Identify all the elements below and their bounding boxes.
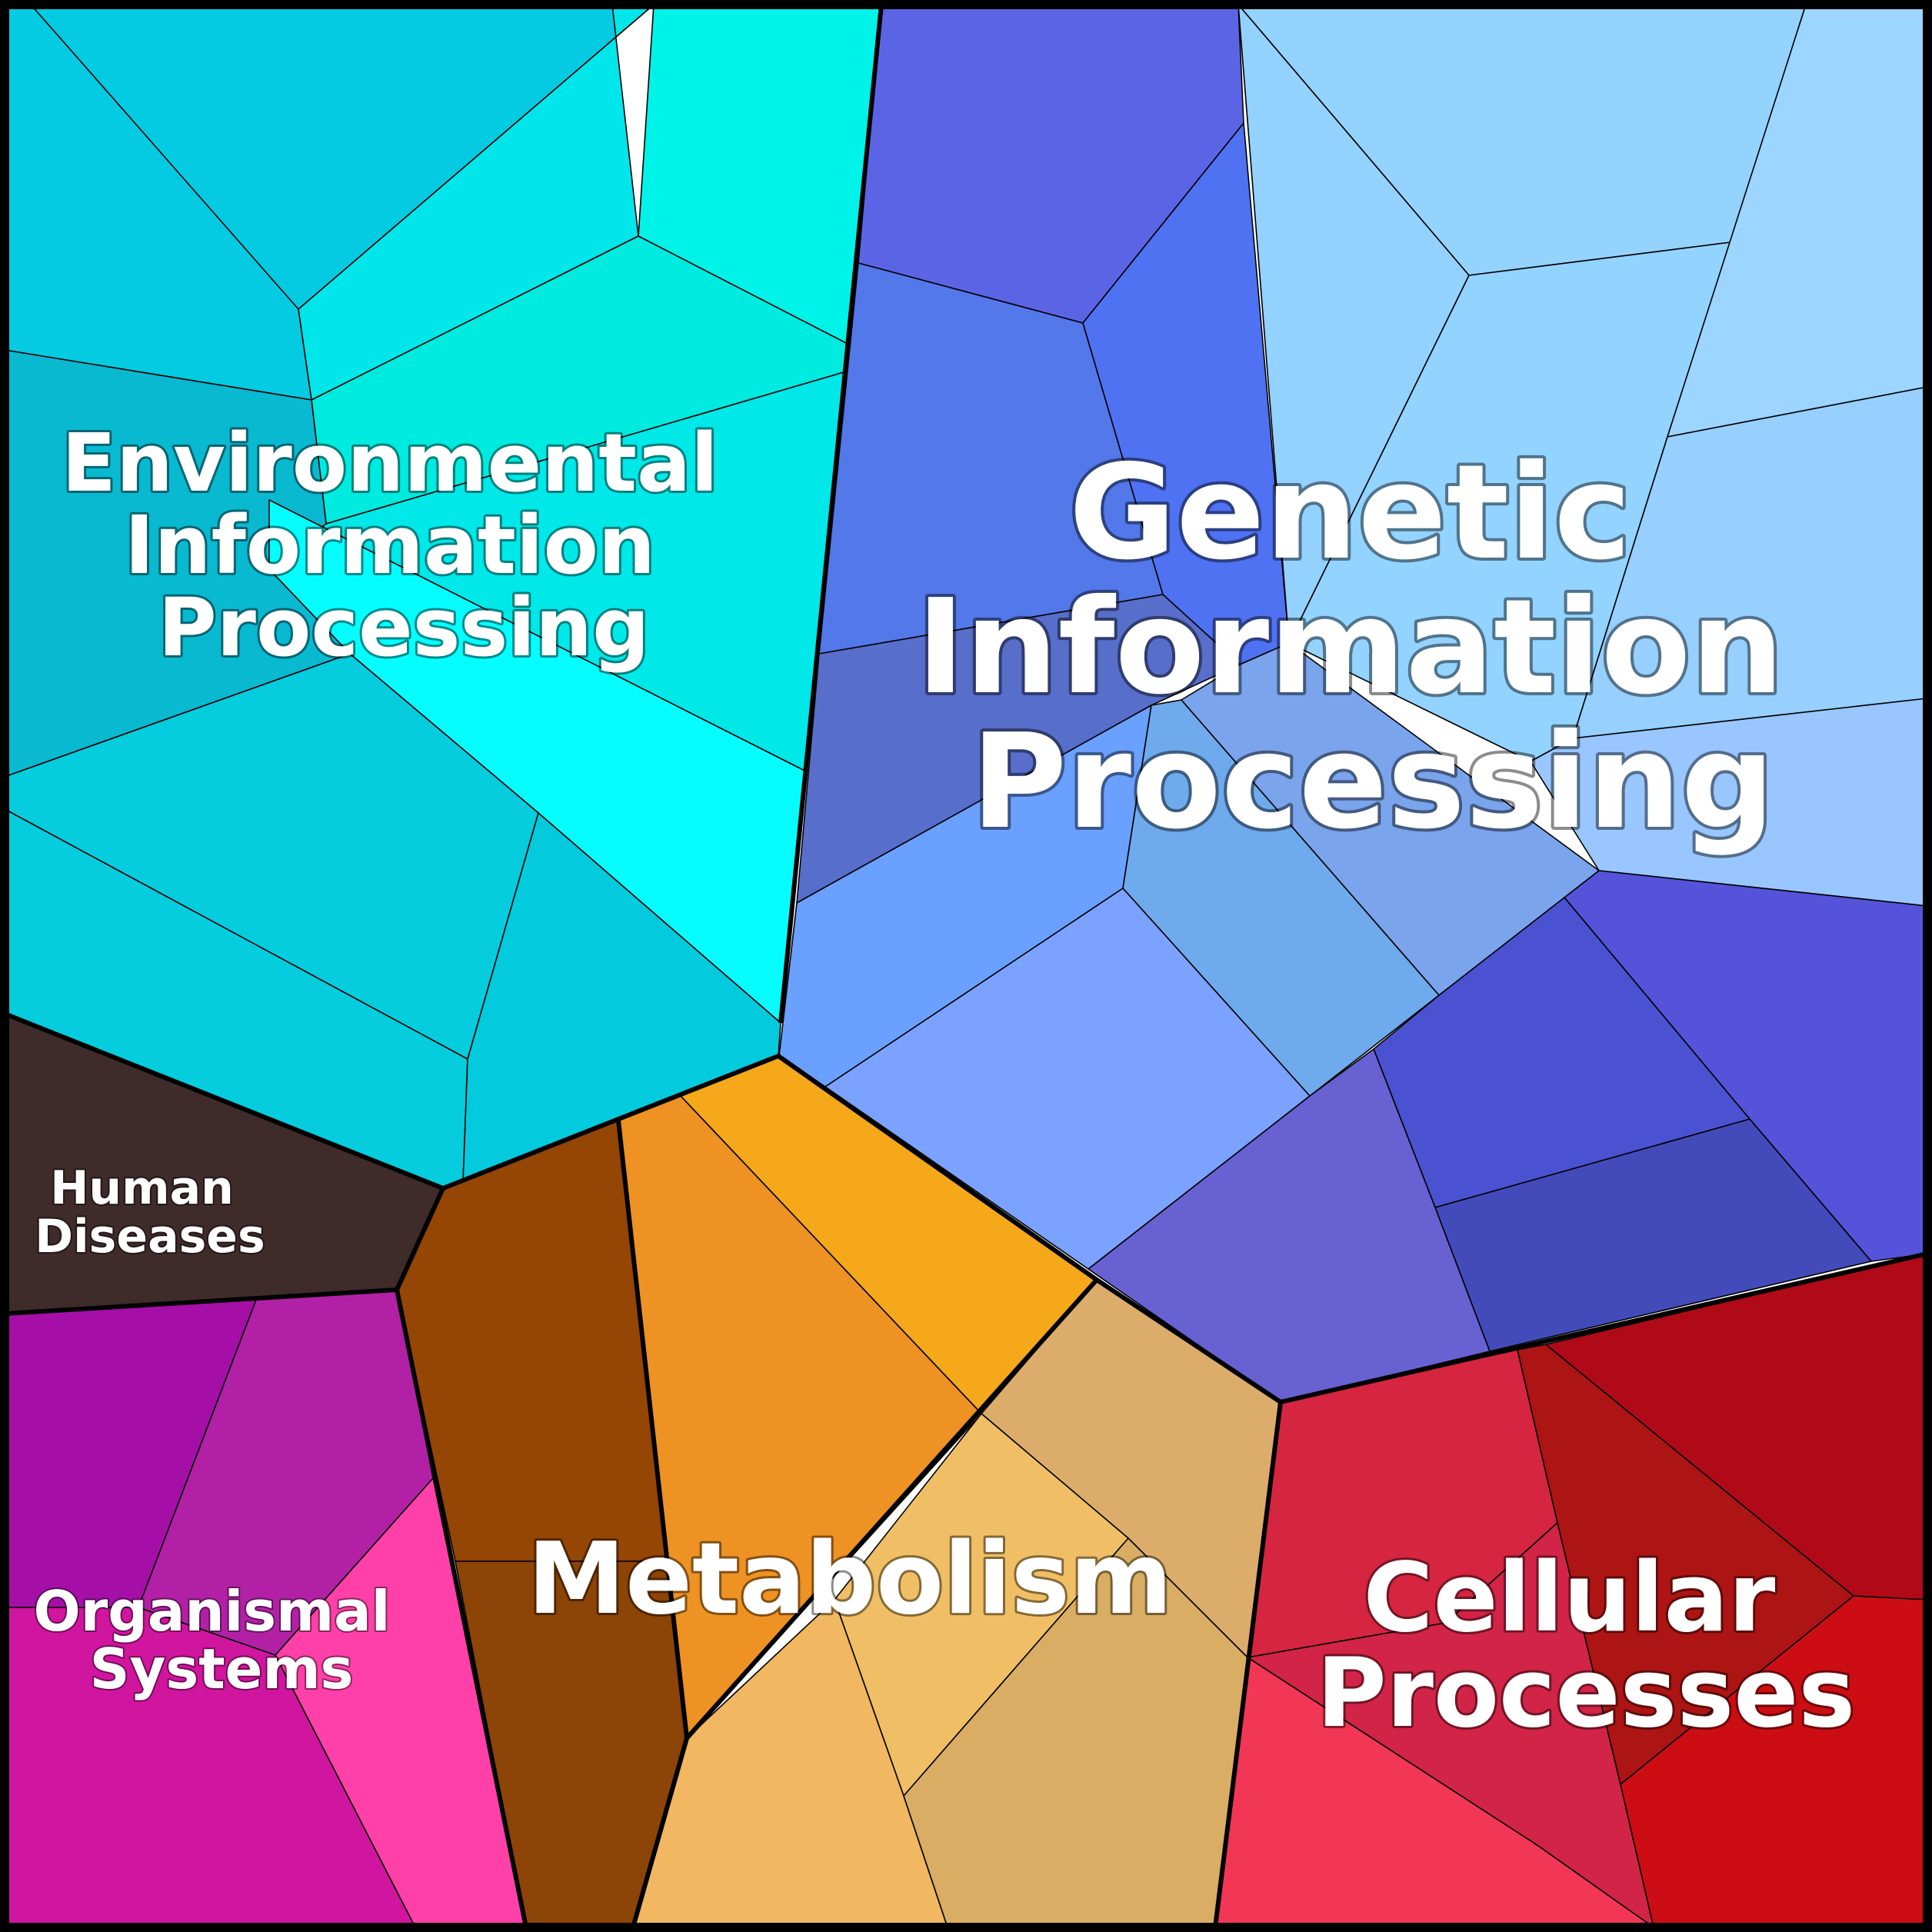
label-cellular: Cellular Processes: [1317, 1543, 1855, 1749]
cell-genetic-7[interactable]: [1181, 642, 1600, 996]
label-human: Human Diseases: [35, 1161, 265, 1264]
cell-genetic-4[interactable]: [796, 594, 1241, 904]
cell-genetic-6[interactable]: [1122, 699, 1440, 1097]
border-genetic-metabolism: [777, 1054, 1928, 1404]
category-labels: Environmental Information Processing Gen…: [32, 414, 1858, 1751]
label-genetic: Genetic Information Processing: [916, 437, 1829, 858]
label-organismal: Organismal Systems: [34, 1579, 410, 1701]
cells: [4, 0, 1928, 1928]
border-metabolism-inner-2: [685, 1278, 1099, 1740]
region-borders: [3, 4, 1928, 1928]
label-environmental: Environmental Information Processing: [62, 416, 746, 675]
label-metabolism: Metabolism: [528, 1522, 1173, 1637]
border-organismal-metabolism: [395, 1289, 528, 1928]
border-metabolism-cellular: [1213, 1401, 1283, 1928]
border-environmental-genetic: [778, 4, 884, 1024]
